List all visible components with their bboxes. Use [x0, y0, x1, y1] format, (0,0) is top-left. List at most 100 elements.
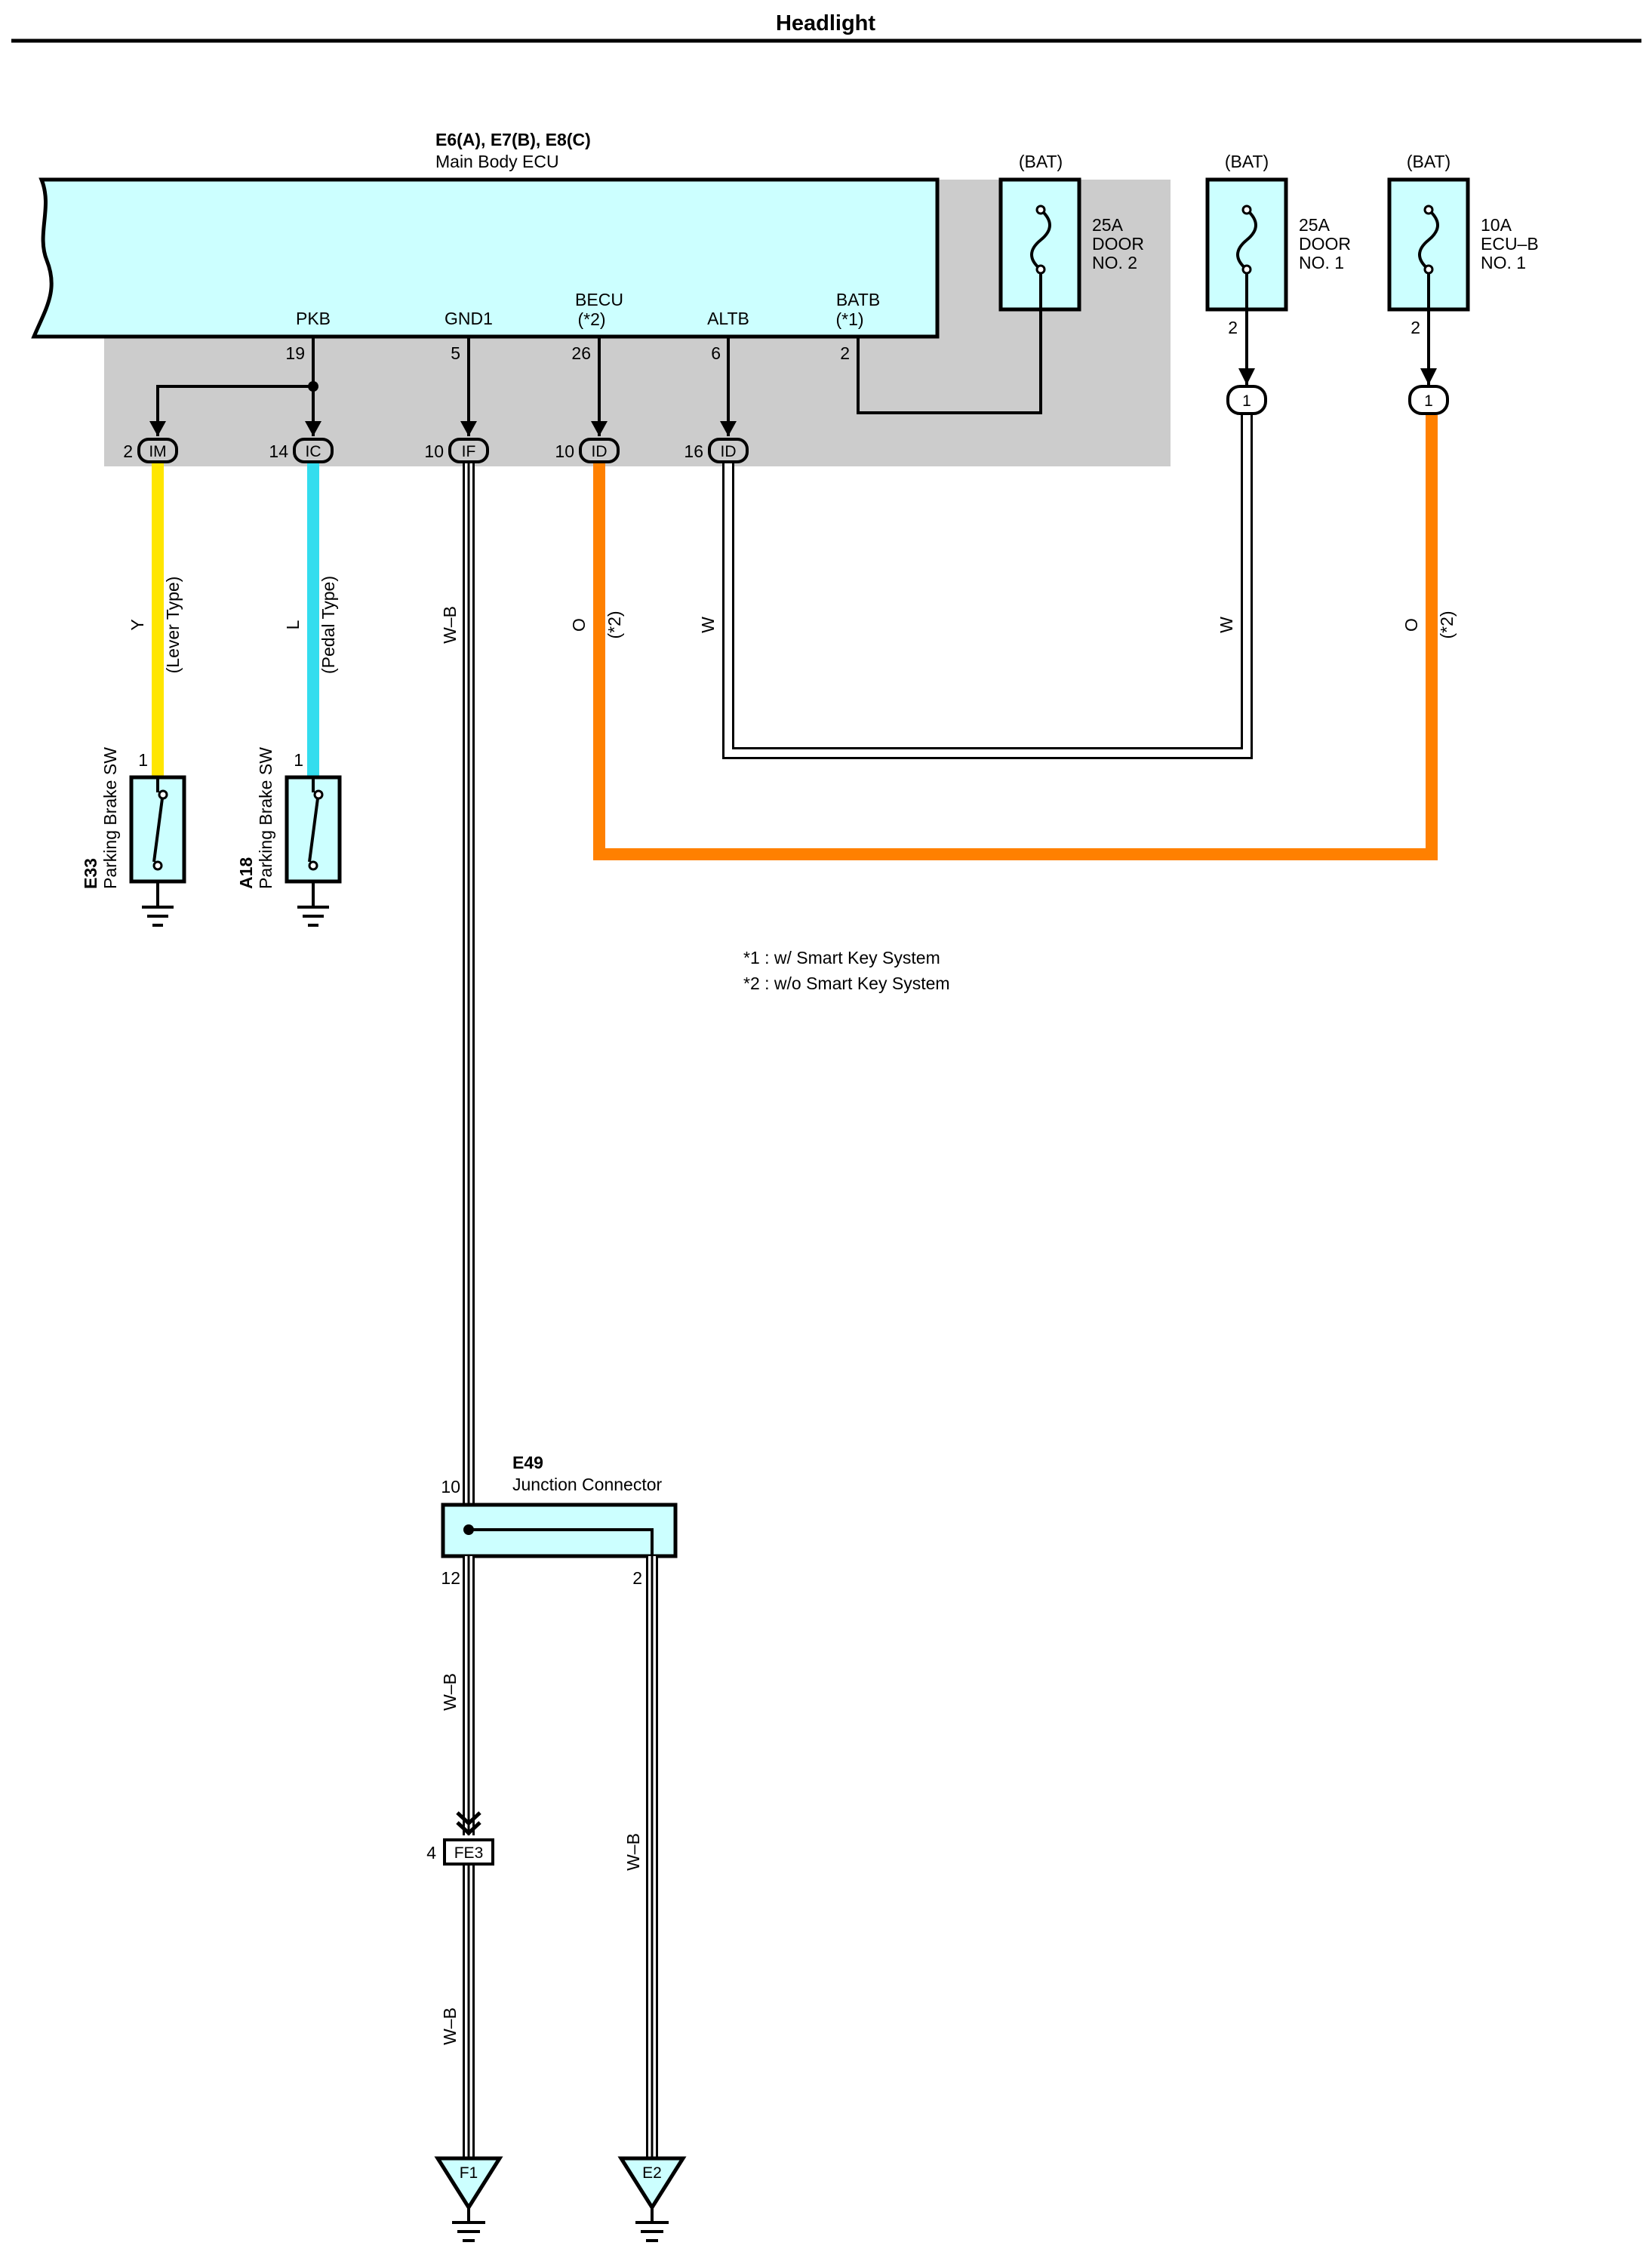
switch-e33-code: E33: [81, 858, 100, 889]
fuse-element-icon: [1030, 208, 1051, 271]
pin-pkb: 19: [285, 343, 305, 363]
switch-contact-icon: [152, 798, 164, 863]
double-arrow-icon: [456, 1811, 481, 1836]
connector-if-label: IF: [462, 443, 476, 460]
wire-wb-label: W–B: [440, 606, 460, 644]
fuse-door-no2: (BAT) 25A DOOR NO. 2: [998, 152, 1144, 312]
pin-altb: 6: [711, 343, 721, 363]
ground-icon: [297, 906, 329, 927]
wire-l-label: L: [283, 620, 303, 629]
wire-o-note-right: (*2): [1437, 611, 1457, 638]
fuse-ecub-no1-conn: 1: [1424, 392, 1433, 410]
fuse-door-no1-pin: 2: [1228, 318, 1238, 337]
fuse-door-no1: (BAT) 25A DOOR NO. 1 2 1: [1205, 152, 1351, 415]
switch-a18-name: Parking Brake SW: [256, 747, 275, 889]
ground-icon: [142, 906, 174, 927]
pin-becu: 26: [571, 343, 591, 363]
note-2: *2 : w/o Smart Key System: [743, 974, 950, 993]
note-1: *1 : w/ Smart Key System: [743, 948, 940, 967]
junction-pin-out1: 12: [441, 1568, 460, 1588]
connector-id-becu-label: ID: [592, 443, 608, 460]
fuse-ecub-no1-line1: ECU–B: [1481, 234, 1539, 254]
terminal-becu-label: BECU: [575, 290, 623, 309]
arrow-icon: [1238, 368, 1255, 385]
wire-wb-label-4: W–B: [623, 1833, 643, 1871]
wire-y-note: (Lever Type): [163, 577, 183, 674]
fuse-door-no1-amp: 25A: [1299, 215, 1331, 235]
ground-icon: [635, 2221, 669, 2242]
connector-if: IF 10: [424, 438, 489, 463]
connector-id-altb-label: ID: [721, 443, 737, 460]
fuse-element-icon: [1418, 208, 1439, 271]
terminal-becu-note: (*2): [577, 309, 605, 329]
wire-orange: [593, 415, 1438, 860]
fuse-ecub-no1-source: (BAT): [1407, 152, 1450, 171]
connector-ic: IC 14: [269, 438, 334, 463]
ground-icon: [452, 2221, 485, 2242]
terminal-batb-note: (*1): [835, 309, 863, 329]
fuse-ecub-no1-amp: 10A: [1481, 215, 1512, 235]
fuse-door-no1-source: (BAT): [1225, 152, 1269, 171]
ground-f1: F1: [434, 2156, 503, 2242]
pin-batb: 2: [840, 343, 850, 363]
ground-e2: E2: [617, 2156, 687, 2242]
wire-white-altb: [722, 415, 1253, 759]
switch-a18-pin: 1: [294, 750, 303, 770]
connector-ic-label: IC: [306, 443, 321, 460]
fuse-door-no1-conn: 1: [1242, 392, 1251, 410]
page-title: Headlight: [776, 11, 875, 35]
pin-gnd1: 5: [451, 343, 460, 363]
main-body-ecu: E6(A), E7(B), E8(C) Main Body ECU PKB GN…: [31, 130, 940, 339]
terminal-batb-label: BATB: [836, 290, 880, 309]
junction-code: E49: [512, 1453, 543, 1472]
fuse-door-no2-line1: DOOR: [1092, 234, 1144, 254]
switch-e33-name: Parking Brake SW: [100, 747, 120, 889]
parking-brake-sw-a18: 1 A18 Parking Brake SW: [236, 747, 342, 927]
fuse-door-no2-source: (BAT): [1019, 152, 1063, 171]
ground-e2-label: E2: [642, 2164, 662, 2182]
wire-o-note: (*2): [605, 611, 624, 638]
fuse-door-no2-line2: NO. 2: [1092, 253, 1137, 272]
fuse-door-no1-line1: DOOR: [1299, 234, 1351, 254]
wire-o-label: O: [569, 618, 589, 632]
wire-wb-label-2: W–B: [440, 1673, 460, 1711]
connector-id-altb: ID 16: [684, 438, 749, 463]
switch-a18-code: A18: [236, 857, 256, 889]
ground-f1-label: F1: [460, 2164, 478, 2182]
fuse-door-no2-amp: 25A: [1092, 215, 1124, 235]
arrow-icon: [1420, 368, 1437, 385]
fuse-ecub-no1-pin: 2: [1411, 318, 1420, 337]
fuse-door-no1-line2: NO. 1: [1299, 253, 1344, 272]
connector-im-pin: 2: [123, 441, 133, 461]
fuse-ecub-no1: (BAT) 10A ECU–B NO. 1 2 1: [1387, 152, 1539, 415]
parking-brake-sw-e33: 1 E33 Parking Brake SW: [81, 747, 186, 927]
switch-contact-icon: [308, 798, 319, 863]
junction-connector-e49: E49 Junction Connector 10 12 2: [441, 1453, 678, 1588]
connector-im: IM 2: [123, 438, 178, 463]
connector-ic-pin: 14: [269, 441, 288, 461]
junction-pin-out2: 2: [632, 1568, 642, 1588]
connector-fe3-label: FE3: [454, 1844, 484, 1862]
wire-w-label: W: [698, 617, 718, 633]
connector-arrowheads: [149, 421, 737, 436]
terminal-gnd1-label: GND1: [445, 309, 493, 328]
connector-id-becu: ID 10: [555, 438, 620, 463]
wire-o-label-right: O: [1401, 618, 1421, 632]
connector-id-altb-pin: 16: [684, 441, 703, 461]
connector-fe3-pin: 4: [426, 1843, 436, 1863]
wire-l-note: (Pedal Type): [318, 576, 338, 674]
ecu-name: Main Body ECU: [435, 152, 559, 171]
wire-w-label-right: W: [1217, 617, 1236, 633]
ecu-code: E6(A), E7(B), E8(C): [435, 130, 591, 149]
fuse-ecub-no1-line2: NO. 1: [1481, 253, 1526, 272]
junction-name: Junction Connector: [512, 1475, 663, 1494]
splice-dot: [308, 381, 318, 392]
switch-e33-pin: 1: [138, 750, 148, 770]
connector-fe3: FE3 4: [426, 1838, 494, 1866]
terminal-altb-label: ALTB: [707, 309, 749, 328]
connector-id-becu-pin: 10: [555, 441, 574, 461]
wire-wb-label-3: W–B: [440, 2007, 460, 2045]
junction-pin-in: 10: [441, 1477, 460, 1497]
connector-im-label: IM: [149, 443, 166, 460]
terminal-pkb-label: PKB: [296, 309, 331, 328]
